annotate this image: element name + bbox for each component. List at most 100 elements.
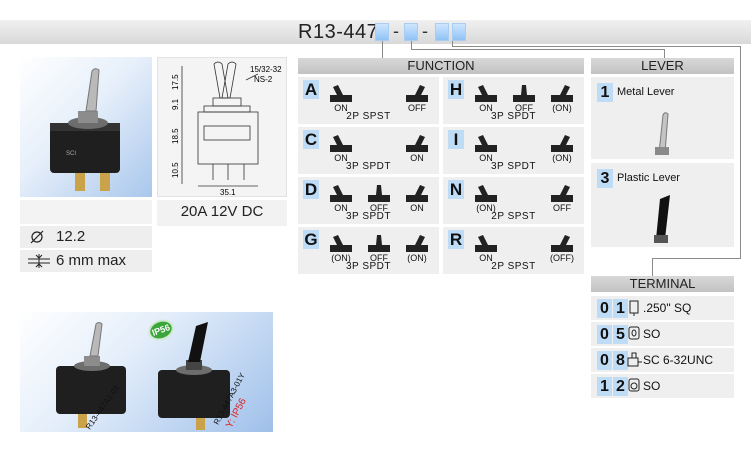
- function-subtitle: 2P SPST: [346, 111, 391, 122]
- dimension-label: 17.5: [171, 74, 180, 90]
- thread-spec: NS-2: [254, 75, 273, 84]
- function-cell-n: N (ON) OFF 2P SPST: [443, 177, 584, 224]
- dimension-drawing: 17.5 9.1 18.5 10.5 35.1 15/32-32 NS-2: [157, 57, 287, 197]
- connector-line: [411, 49, 664, 50]
- position-label: OFF: [408, 103, 426, 113]
- function-subtitle: 2P SPST: [491, 261, 536, 272]
- switch-position-icon: [551, 135, 573, 152]
- function-letter: D: [303, 180, 319, 199]
- function-letter: H: [448, 80, 464, 99]
- connector-line: [740, 46, 741, 258]
- position-label: ON: [479, 153, 493, 163]
- code-box-lever: [404, 23, 418, 41]
- solder-lug-terminal-icon: [628, 378, 640, 392]
- function-subtitle: 3P SPDT: [491, 111, 536, 122]
- switch-position-icon: [551, 235, 573, 252]
- switch-position-icon: [475, 135, 497, 152]
- function-letter: I: [448, 130, 464, 149]
- position-label: (OFF): [550, 253, 574, 263]
- position-label: (ON): [552, 103, 572, 113]
- terminal-label: SO: [643, 327, 661, 341]
- toggle-switch-image: SCI: [50, 68, 120, 191]
- lever-option-plastic: 3 Plastic Lever: [591, 163, 734, 247]
- function-letter: R: [448, 230, 464, 249]
- switch-position-icon: [368, 235, 390, 252]
- switch-position-icon: [475, 235, 497, 252]
- terminal-label: SO: [643, 379, 661, 393]
- thread-spec: 15/32-32: [250, 65, 282, 74]
- connector-line: [452, 41, 453, 46]
- code-box-function: [375, 23, 389, 41]
- lever-label: Metal Lever: [617, 86, 675, 98]
- switch-position-icon: [513, 85, 535, 102]
- switch-position-icon: [475, 185, 497, 202]
- function-subtitle: 3P SPDT: [346, 261, 391, 272]
- position-label: ON: [410, 153, 424, 163]
- terminal-option: 1 2 SO: [591, 374, 734, 398]
- connector-line: [652, 258, 653, 276]
- function-letter: G: [303, 230, 319, 249]
- terminal-code-digit: 1: [613, 299, 628, 318]
- switch-position-icon: [330, 85, 352, 102]
- dimension-drawing-svg: 17.5 9.1 18.5 10.5 35.1 15/32-32 NS-2: [171, 61, 282, 197]
- part-number-title: R13-447: [298, 21, 379, 43]
- function-letter: N: [448, 180, 464, 199]
- position-label: ON: [334, 203, 348, 213]
- switch-position-icon: [406, 85, 428, 102]
- position-label: ON: [334, 153, 348, 163]
- function-cell-a: A ON OFF 2P SPST: [298, 77, 439, 124]
- dimension-label: 10.5: [171, 162, 180, 178]
- position-label: OFF: [370, 203, 388, 213]
- function-cell-c: C ON ON 3P SPDT: [298, 127, 439, 174]
- function-letter: A: [303, 80, 319, 99]
- terminal-option: 0 1 .250" SQ: [591, 296, 734, 320]
- metal-lever-image: [655, 112, 669, 155]
- position-label: (ON): [552, 153, 572, 163]
- position-label: OFF: [553, 203, 571, 213]
- switch-position-icon: [551, 185, 573, 202]
- function-subtitle: 3P SPDT: [346, 161, 391, 172]
- svg-text:SCI: SCI: [66, 151, 76, 157]
- plastic-lever-image: [654, 195, 670, 243]
- screw-terminal-icon: [627, 352, 642, 367]
- position-label: (ON): [476, 203, 496, 213]
- terminal-code-digit: 5: [613, 325, 628, 344]
- terminal-option: 0 5 SO: [591, 322, 734, 346]
- position-label: ON: [334, 103, 348, 113]
- terminal-code-digit: 0: [597, 325, 612, 344]
- dimension-label: 9.1: [171, 98, 180, 110]
- function-cell-g: G (ON) OFF (ON) 3P SPDT: [298, 227, 439, 274]
- position-label: ON: [410, 203, 424, 213]
- rating-panel: [157, 200, 287, 226]
- toggle-switches-image: [56, 322, 230, 430]
- function-subtitle: 3P SPDT: [346, 211, 391, 222]
- function-cell-i: I ON (ON) 3P SPDT: [443, 127, 584, 174]
- dimension-label: 18.5: [171, 128, 180, 144]
- code-box-terminal-2: [452, 23, 466, 41]
- lever-header: LEVER: [591, 58, 734, 74]
- lever-label: Plastic Lever: [617, 172, 680, 184]
- code-box-terminal-1: [435, 23, 449, 41]
- switch-position-icon: [475, 85, 497, 102]
- quick-connect-terminal-icon: [629, 300, 639, 316]
- lever-code: 1: [597, 83, 613, 102]
- switch-position-icon: [368, 185, 390, 202]
- position-label: OFF: [370, 253, 388, 263]
- terminal-code-digit: 1: [597, 377, 612, 396]
- panel-thickness-icon: [28, 254, 50, 268]
- connector-line: [452, 46, 741, 47]
- position-label: OFF: [515, 103, 533, 113]
- panel-thickness-row: 6 mm max: [20, 250, 152, 272]
- function-subtitle: 2P SPST: [491, 211, 536, 222]
- function-cell-r: R ON (OFF) 2P SPST: [443, 227, 584, 274]
- terminal-option: 0 8 SC 6-32UNC: [591, 348, 734, 372]
- position-label: ON: [479, 253, 493, 263]
- lever-option-metal: 1 Metal Lever: [591, 77, 734, 159]
- function-cell-d: D ON OFF ON 3P SPDT: [298, 177, 439, 224]
- position-label: ON: [479, 103, 493, 113]
- solder-terminal-icon: [628, 326, 640, 340]
- switch-position-icon: [330, 235, 352, 252]
- switch-position-icon: [406, 235, 428, 252]
- function-header: FUNCTION: [298, 58, 584, 74]
- position-label: (ON): [407, 253, 427, 263]
